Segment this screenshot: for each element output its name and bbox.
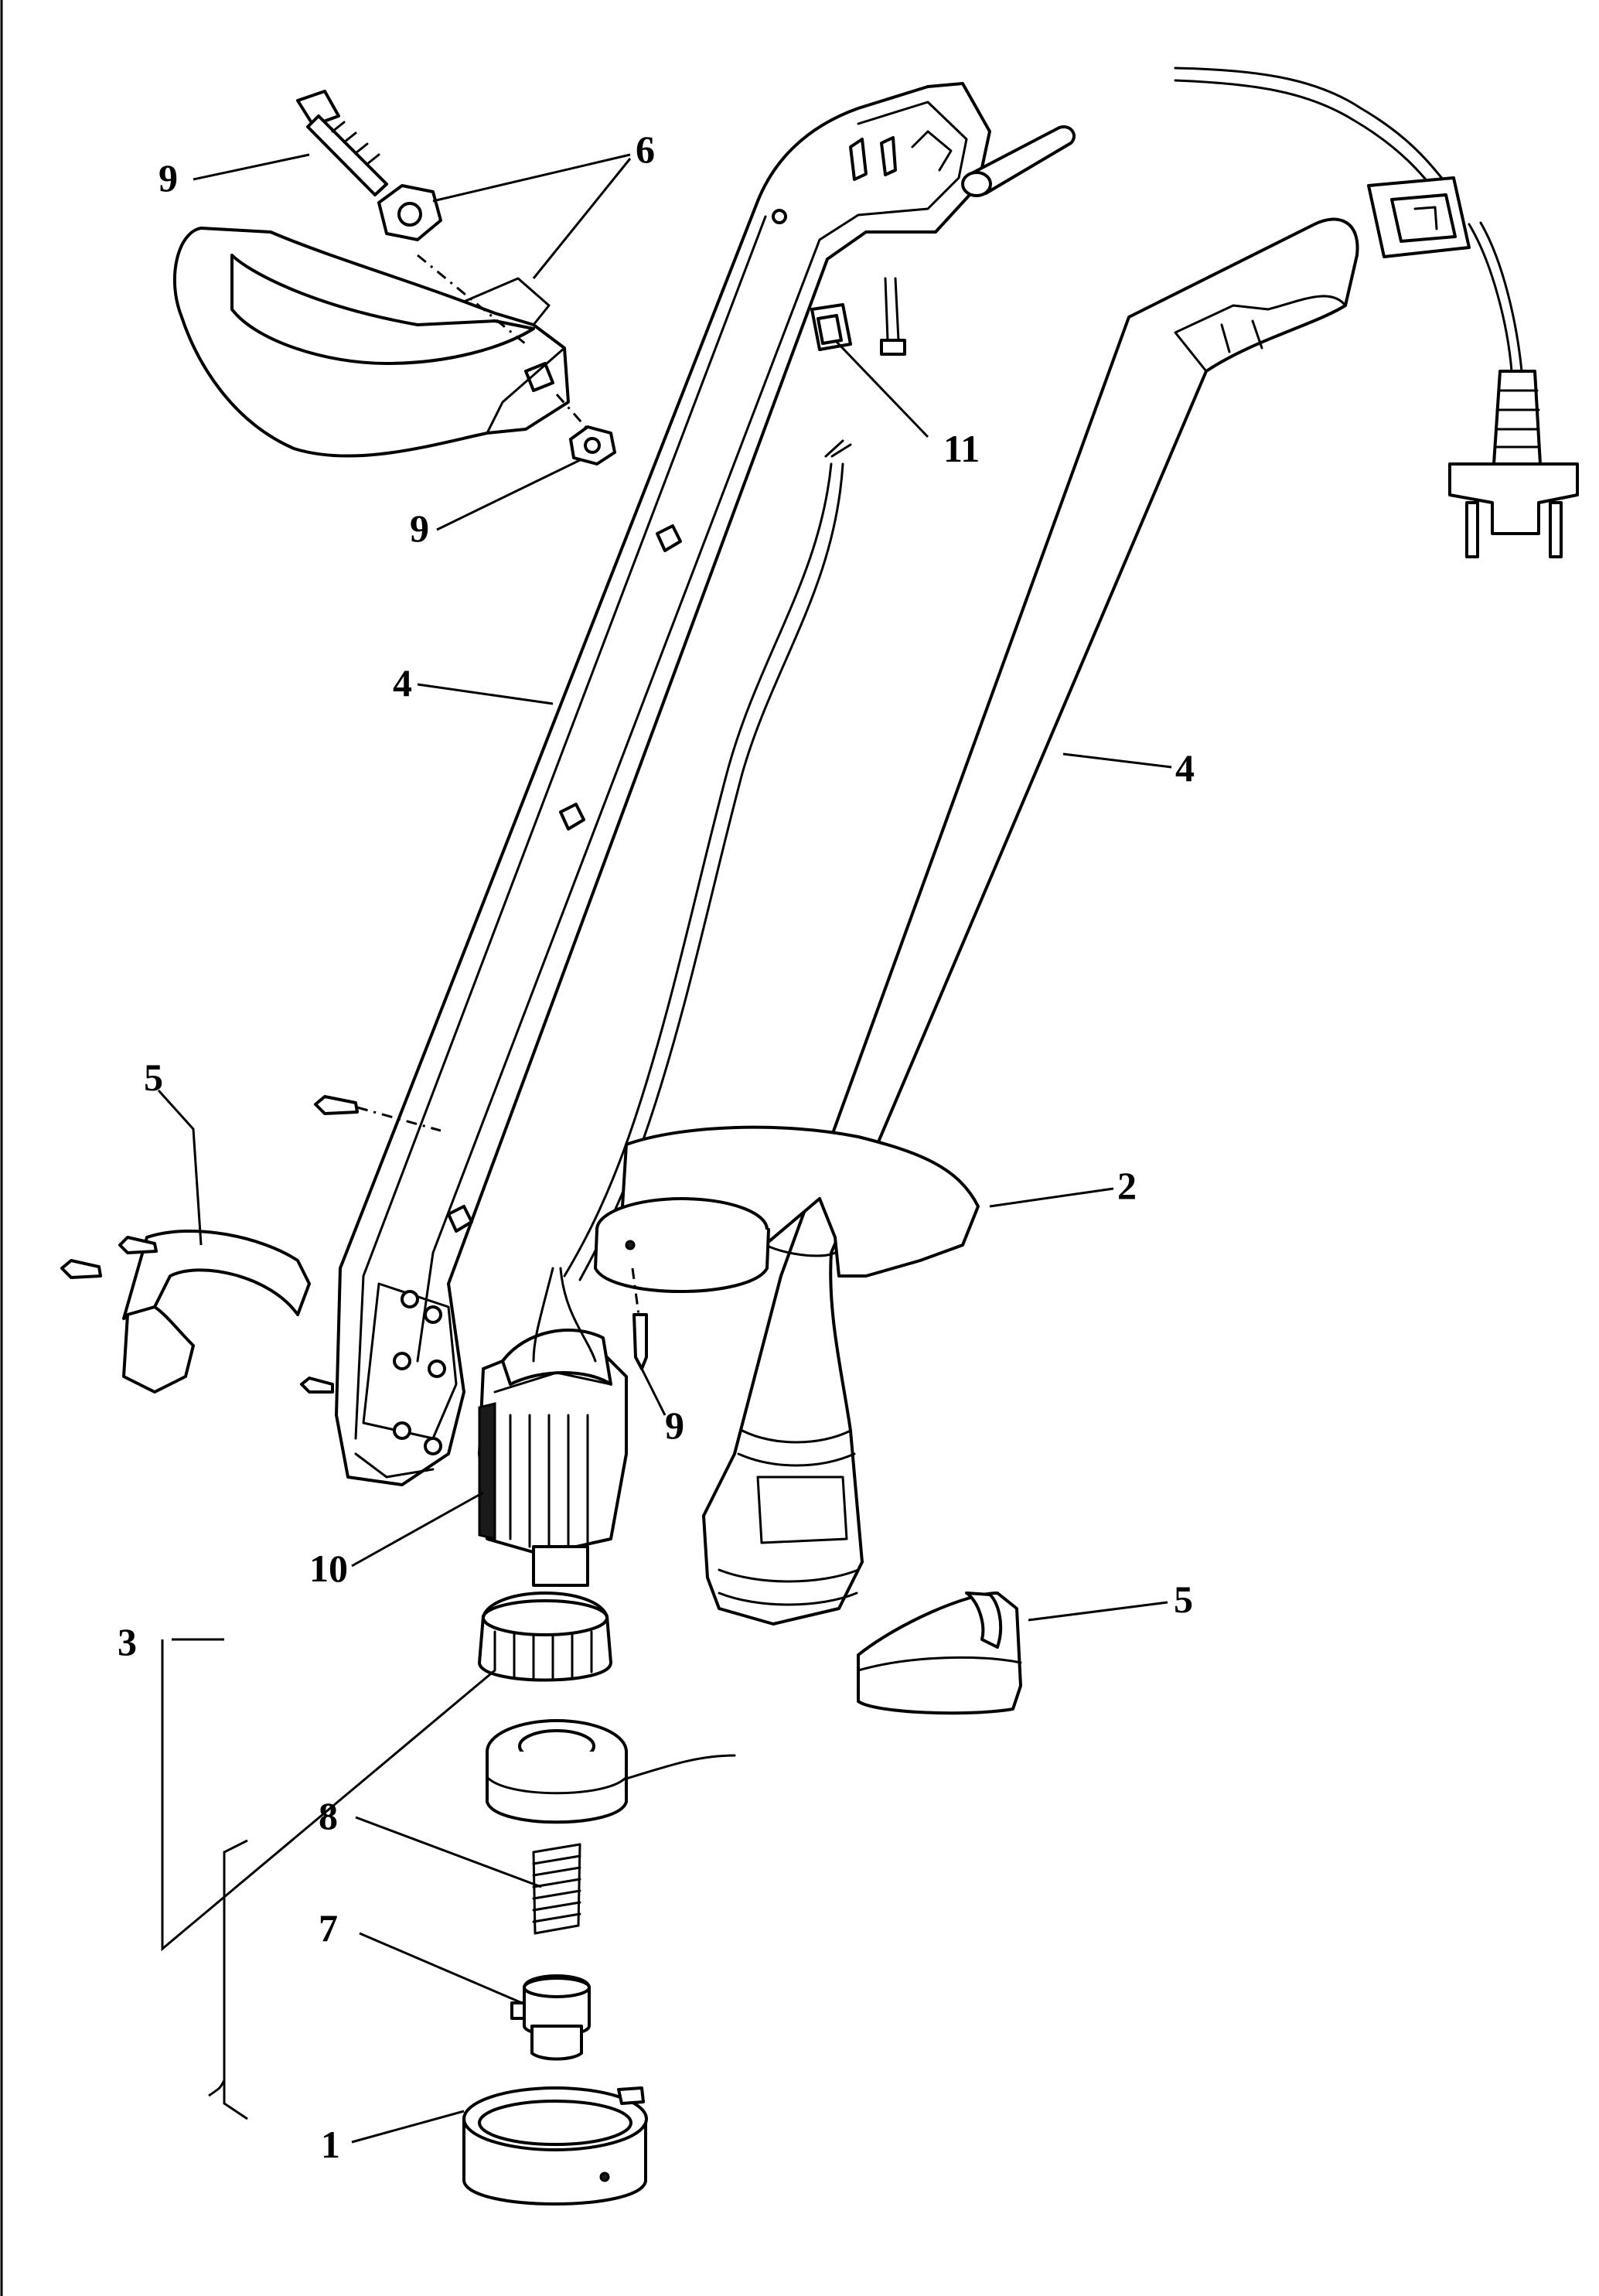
nut-icon: [377, 184, 442, 241]
screw-icon: [60, 1095, 648, 1394]
motor-bottom-housing: [478, 1592, 612, 1682]
power-cord: [1174, 67, 1579, 558]
housing-half-left: [335, 82, 991, 1486]
clamp-right: [857, 1592, 1022, 1715]
bolt-icon: [296, 90, 388, 196]
clamp-left: [122, 1229, 311, 1394]
assembly-line: [631, 1267, 640, 1315]
callout-2: 2: [1117, 1164, 1137, 1207]
callout-8: 8: [319, 1794, 338, 1837]
callout-7: 7: [319, 1906, 338, 1950]
spring-icon: [532, 1843, 581, 1935]
assembly-line: [417, 254, 527, 346]
switch-icon: [810, 277, 906, 356]
motor: [478, 1267, 628, 1587]
cord-strain-relief: [1492, 370, 1542, 466]
callout-10: 10: [309, 1547, 348, 1590]
bushing-icon: [510, 1974, 591, 2061]
callouts: 9 6 9 11 4 4 2 5 9 10 5 8 7 3 1: [118, 128, 1195, 2166]
auxiliary-handle: [172, 227, 570, 458]
callout-11: 11: [943, 427, 980, 470]
guard: [594, 1125, 980, 1293]
housing-half-right: [702, 217, 1359, 1626]
assembly-line: [356, 1106, 442, 1132]
callout-9-nut: 9: [410, 507, 429, 550]
callout-6: 6: [636, 128, 655, 171]
spool-icon: [486, 1719, 736, 1824]
sleeve-icon: [961, 125, 1076, 197]
callout-4-left: 4: [393, 661, 412, 704]
callout-9-screw: 9: [665, 1404, 684, 1447]
callout-1: 1: [321, 2123, 340, 2166]
callout-9-top: 9: [159, 156, 178, 200]
callout-5-left: 5: [144, 1056, 163, 1099]
cap-ring-icon: [462, 2086, 648, 2206]
callout-5-right: 5: [1174, 1578, 1193, 1621]
plug-icon: [1448, 462, 1579, 535]
assembly-line: [555, 394, 589, 430]
callout-4-right: 4: [1175, 746, 1195, 790]
small-nut-icon: [569, 425, 616, 466]
callout-3: 3: [118, 1620, 137, 1663]
leader-lines: [157, 153, 1172, 2144]
